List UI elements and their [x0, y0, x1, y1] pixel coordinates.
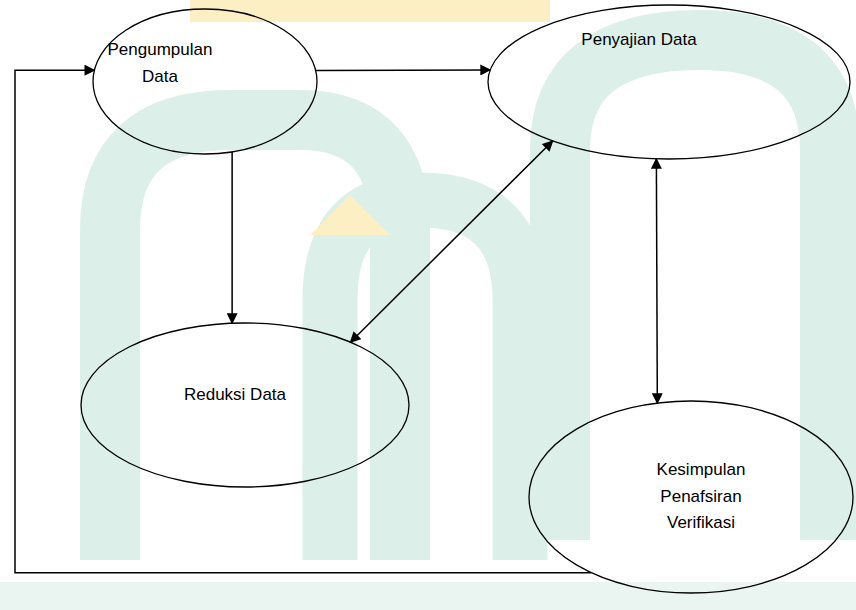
node-label: Penyajian Data [539, 27, 739, 53]
node-label: Reduksi Data [135, 382, 335, 408]
flow-arrow [316, 69, 491, 71]
process-ellipse: Pengumpulan Data [92, 8, 318, 155]
flow-arrow [231, 152, 233, 323]
node-label: Pengumpulan Data [100, 37, 220, 90]
watermark-arch [330, 200, 520, 560]
process-ellipse: Reduksi Data [80, 322, 410, 488]
flow-arrow [350, 141, 552, 342]
process-ellipse: Kesimpulan Penafsiran Verifikasi [528, 400, 854, 594]
ellipse-outline [92, 8, 318, 155]
node-label: Kesimpulan Penafsiran Verifikasi [641, 457, 761, 536]
flow-arrow [656, 159, 658, 403]
ellipse-outline [487, 4, 851, 160]
flow-arrow [15, 70, 591, 572]
watermark-mark [310, 195, 390, 235]
process-ellipse: Penyajian Data [487, 4, 851, 160]
watermark-band [190, 0, 550, 22]
ellipse-outline [80, 322, 410, 488]
watermark-arch [560, 40, 830, 540]
watermark-band [0, 582, 856, 610]
